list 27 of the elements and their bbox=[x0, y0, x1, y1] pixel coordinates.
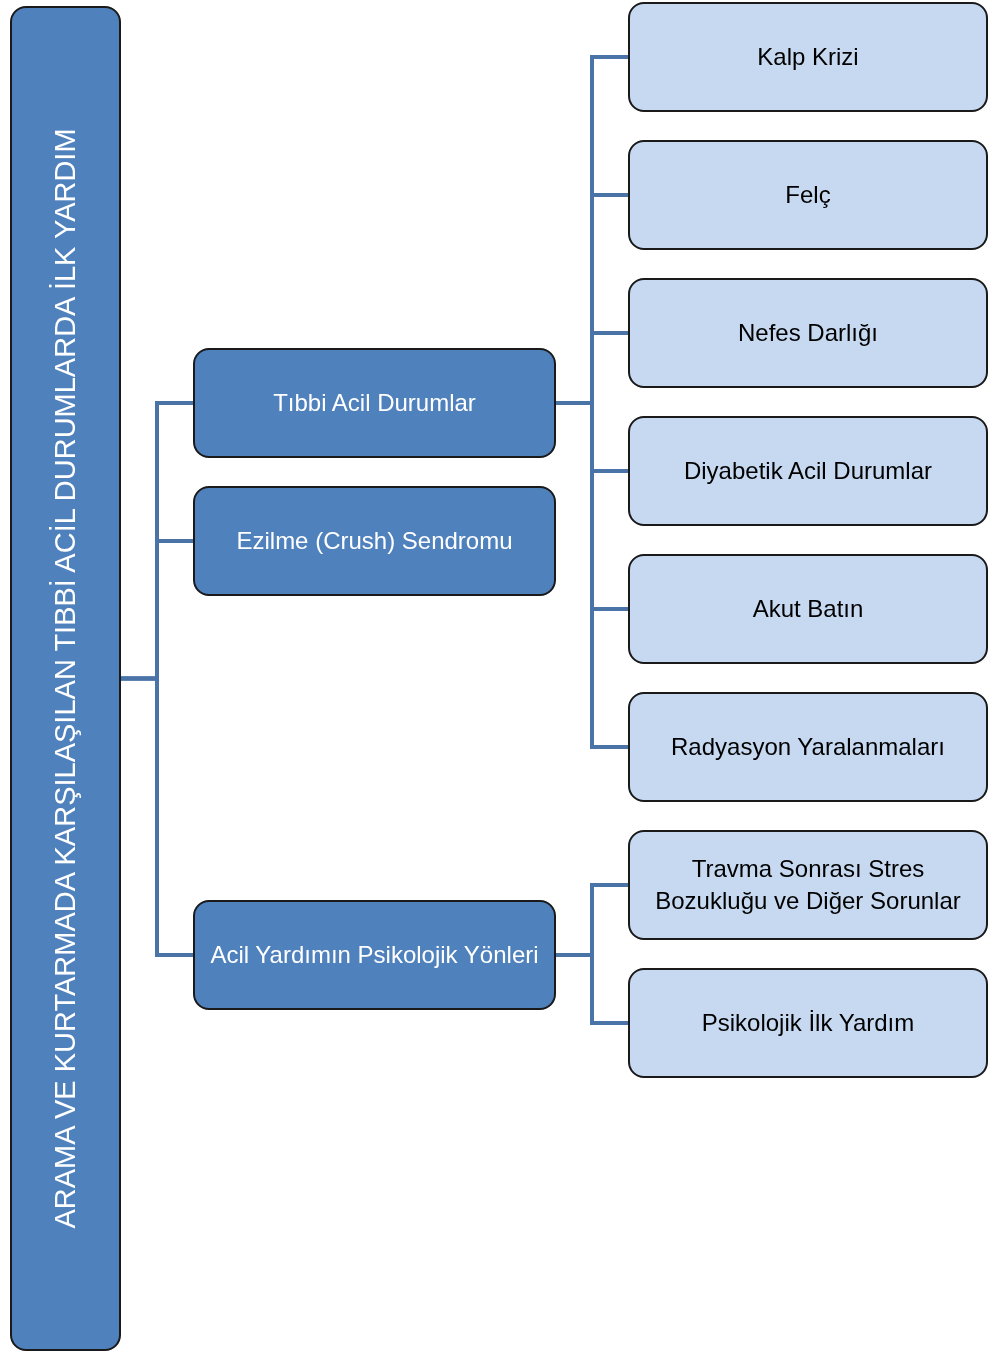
title-bar bbox=[10, 6, 121, 1351]
topic-box bbox=[193, 900, 556, 1010]
topic-label: Tıbbi Acil Durumlar bbox=[272, 388, 477, 418]
connector-line bbox=[121, 676, 193, 957]
topic-box bbox=[628, 278, 988, 388]
topic-label: Akut Batın bbox=[751, 594, 865, 624]
topic-label: Kalp Krizi bbox=[756, 42, 860, 72]
topic-label: Felç bbox=[784, 180, 832, 210]
topic-box bbox=[628, 554, 988, 664]
connector-line bbox=[556, 953, 628, 1025]
topic-label: Psikolojik İlk Yardım bbox=[700, 1008, 916, 1038]
topic-box bbox=[193, 486, 556, 596]
topic-box bbox=[628, 2, 988, 112]
topic-label: Acil Yardımın Psikolojik Yönleri bbox=[209, 940, 540, 970]
topic-label: Radyasyon Yaralanmaları bbox=[670, 732, 946, 762]
topic-label: Diyabetik Acil Durumlar bbox=[682, 456, 934, 486]
title-text: ARAMA VE KURTARMADA KARŞILAŞILAN TIBBİ ACİL DURUMLARDA İLK YARDIM bbox=[49, 128, 82, 1229]
topic-box bbox=[628, 416, 988, 526]
topic-label: Nefes Darlığı bbox=[736, 318, 880, 348]
topic-label: Travma Sonrası Stres Bozukluğu ve Diğer Sorunlar bbox=[654, 854, 962, 916]
topic-label: Ezilme (Crush) Sendromu bbox=[235, 526, 514, 556]
topic-box bbox=[628, 830, 988, 940]
topic-box bbox=[628, 692, 988, 802]
connector-line bbox=[556, 401, 628, 749]
topic-box bbox=[193, 348, 556, 458]
topic-box bbox=[628, 968, 988, 1078]
topic-box bbox=[628, 140, 988, 250]
